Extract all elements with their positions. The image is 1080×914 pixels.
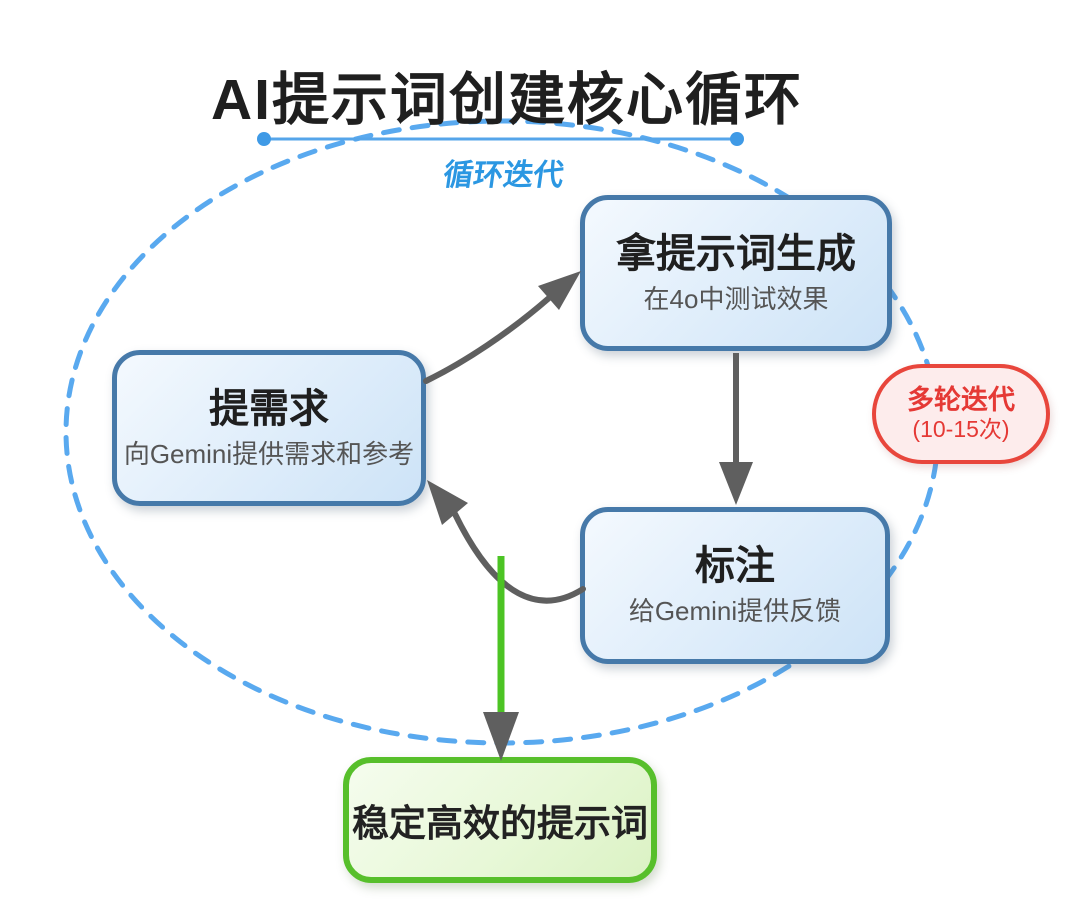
node-title: 拿提示词生成 [616,231,856,276]
underline-right-dot-icon [730,132,744,146]
underline-left-dot-icon [257,132,271,146]
node-generate-with-prompt: 拿提示词生成 在4o中测试效果 [580,195,892,351]
node-title: 标注 [695,544,775,589]
node-final-result: 稳定高效的提示词 [343,757,657,883]
cycle-iteration-label: 循环迭代 [441,159,566,192]
node-title: 提需求 [209,386,329,431]
node-annotate: 标注 给Gemini提供反馈 [580,507,890,664]
badge-title: 多轮迭代 [907,385,1015,415]
node-propose-requirements: 提需求 向Gemini提供需求和参考 [112,350,426,506]
badge-subtitle: (10-15次) [912,416,1010,443]
node-subtitle: 在4o中测试效果 [643,283,829,314]
node-subtitle: 向Gemini提供需求和参考 [123,438,415,469]
page-title: AI提示词创建核心循环 [211,68,803,132]
iteration-count-badge: 多轮迭代 (10-15次) [872,364,1050,464]
result-label: 稳定高效的提示词 [352,803,648,844]
node-subtitle: 给Gemini提供反馈 [628,596,842,627]
